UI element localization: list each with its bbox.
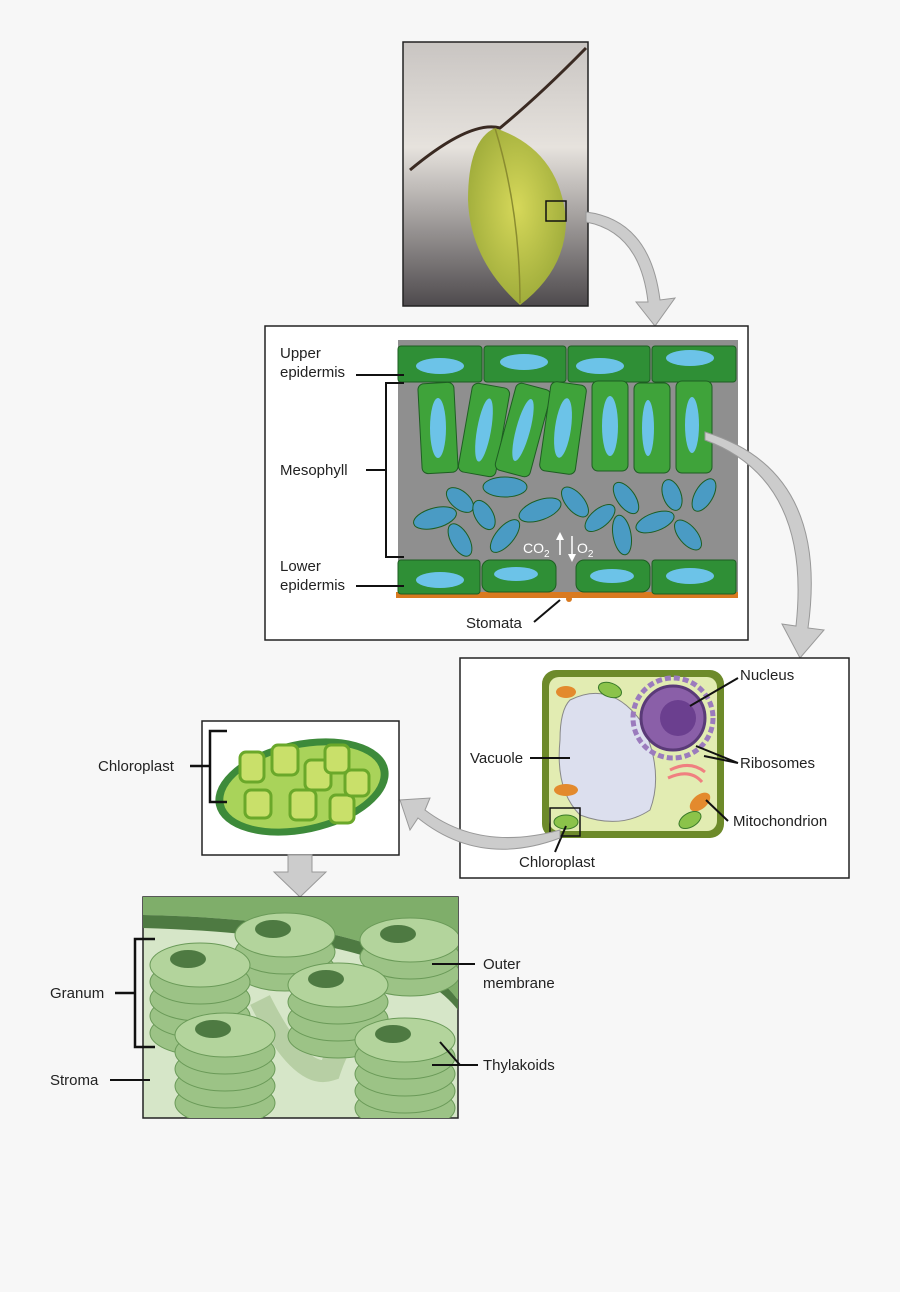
upper-epidermis-label-line2: epidermis xyxy=(280,364,345,381)
arrow-cell-to-chloroplast xyxy=(399,797,561,850)
arrow-leaf-to-section xyxy=(585,211,677,327)
stroma-label: Stroma xyxy=(50,1072,99,1089)
arrow-chloroplast-to-granum xyxy=(272,854,328,898)
zoom-region-marker xyxy=(545,200,567,222)
mesophyll-bracket xyxy=(366,382,404,558)
thylakoid-lumen xyxy=(380,925,416,943)
stomata-opening xyxy=(566,596,572,602)
mitochondrion-shape xyxy=(556,686,576,698)
chloroplast-panel: Chloroplast xyxy=(98,720,400,856)
lower-epidermis-label-line1: Lower xyxy=(280,558,321,575)
thylakoid-lumen xyxy=(195,1020,231,1038)
outer-membrane-label-line1: Outer xyxy=(483,956,521,973)
chloroplast-grana xyxy=(238,743,371,825)
chloroplast-bracket xyxy=(190,729,227,804)
o2-label: O2 xyxy=(577,540,594,560)
stomata-leader xyxy=(533,599,561,623)
twig xyxy=(409,46,588,172)
co2-label: CO2 xyxy=(523,540,550,560)
leaf-photo-panel xyxy=(402,41,589,307)
granum-detail-panel: Granum Stroma Outer membrane Thylakoids xyxy=(50,896,555,1119)
upper-epidermis-cells xyxy=(397,345,737,383)
palisade-mesophyll-cells xyxy=(417,380,713,478)
ribosomes-label: Ribosomes xyxy=(740,755,815,772)
plant-cell-panel: Nucleus Vacuole Ribosomes Mitochondrion … xyxy=(459,657,850,879)
chloroplast-shape xyxy=(553,814,579,830)
leaf-cross-section-panel: CO2 O2 Upper epidermis Mesophyll Lower e… xyxy=(264,325,749,641)
vacuole-label: Vacuole xyxy=(470,750,523,767)
granum-bracket xyxy=(115,937,155,1049)
granum-label: Granum xyxy=(50,985,104,1002)
mesophyll-label: Mesophyll xyxy=(280,462,348,479)
nucleus-label: Nucleus xyxy=(740,667,794,684)
outer-membrane-label-line2: membrane xyxy=(483,975,555,992)
lower-epidermis-cells xyxy=(396,559,738,602)
chloroplast-label: Chloroplast xyxy=(98,758,175,775)
chloroplast-zoom-marker xyxy=(549,807,581,837)
granum-stacks xyxy=(149,912,458,1118)
lower-epidermis-label-line2: epidermis xyxy=(280,577,345,594)
golgi xyxy=(667,764,706,784)
chloroplast-cell-label: Chloroplast xyxy=(519,854,596,871)
thylakoid-lumen xyxy=(375,1025,411,1043)
upper-epidermis-label-line1: Upper xyxy=(280,345,321,362)
thylakoid-lumen xyxy=(255,920,291,938)
thylakoid-lumen xyxy=(170,950,206,968)
mitochondrion-label: Mitochondrion xyxy=(733,813,827,830)
leaf xyxy=(468,128,566,305)
thylakoids-label: Thylakoids xyxy=(483,1057,555,1074)
spongy-mesophyll-cells xyxy=(413,476,717,557)
stomata-label: Stomata xyxy=(466,615,523,632)
thylakoid-lumen xyxy=(308,970,344,988)
